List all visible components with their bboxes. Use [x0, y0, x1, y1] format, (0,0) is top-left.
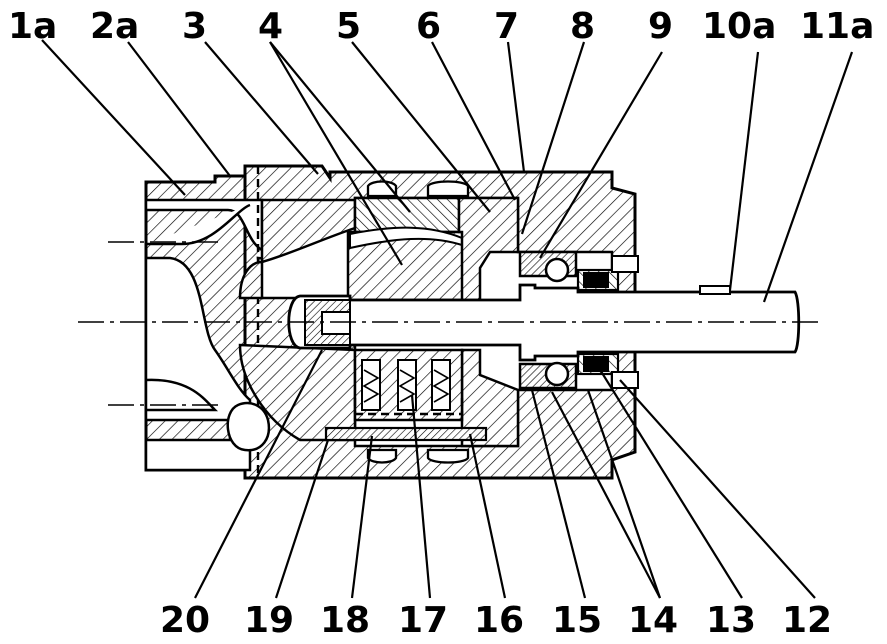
label-12: 12	[782, 600, 832, 640]
label-8: 8	[570, 6, 595, 47]
label-11a: 11a	[800, 6, 874, 47]
label-20: 20	[160, 600, 210, 640]
labels-bottom: 20 19 18 17 16 15 14 13 12	[160, 600, 832, 641]
leader-lines-bottom	[194, 349, 816, 599]
label-16: 16	[474, 600, 524, 640]
label-3: 3	[182, 6, 207, 47]
distribution-plate	[457, 196, 520, 448]
label-7: 7	[494, 6, 519, 47]
label-1a: 1a	[8, 6, 57, 47]
locating-pin	[324, 426, 488, 442]
port-cover	[144, 166, 271, 478]
label-4: 4	[258, 6, 283, 47]
label-18: 18	[320, 600, 370, 640]
leader-lines-top	[41, 39, 854, 303]
bearing-assembly	[518, 250, 639, 390]
label-6: 6	[416, 6, 441, 47]
label-2a: 2a	[90, 6, 139, 47]
label-15: 15	[552, 600, 602, 640]
labels-top: 1a 2a 3 4 5 6 7 8 9 10a 11a	[8, 6, 874, 47]
label-19: 19	[244, 600, 294, 640]
label-5: 5	[336, 6, 361, 47]
rotor-block	[346, 196, 467, 302]
label-10a: 10a	[702, 6, 776, 47]
label-9: 9	[648, 6, 673, 47]
label-17: 17	[398, 600, 448, 640]
label-14: 14	[628, 600, 678, 640]
pistons-springs	[353, 348, 464, 422]
label-13: 13	[706, 600, 756, 640]
